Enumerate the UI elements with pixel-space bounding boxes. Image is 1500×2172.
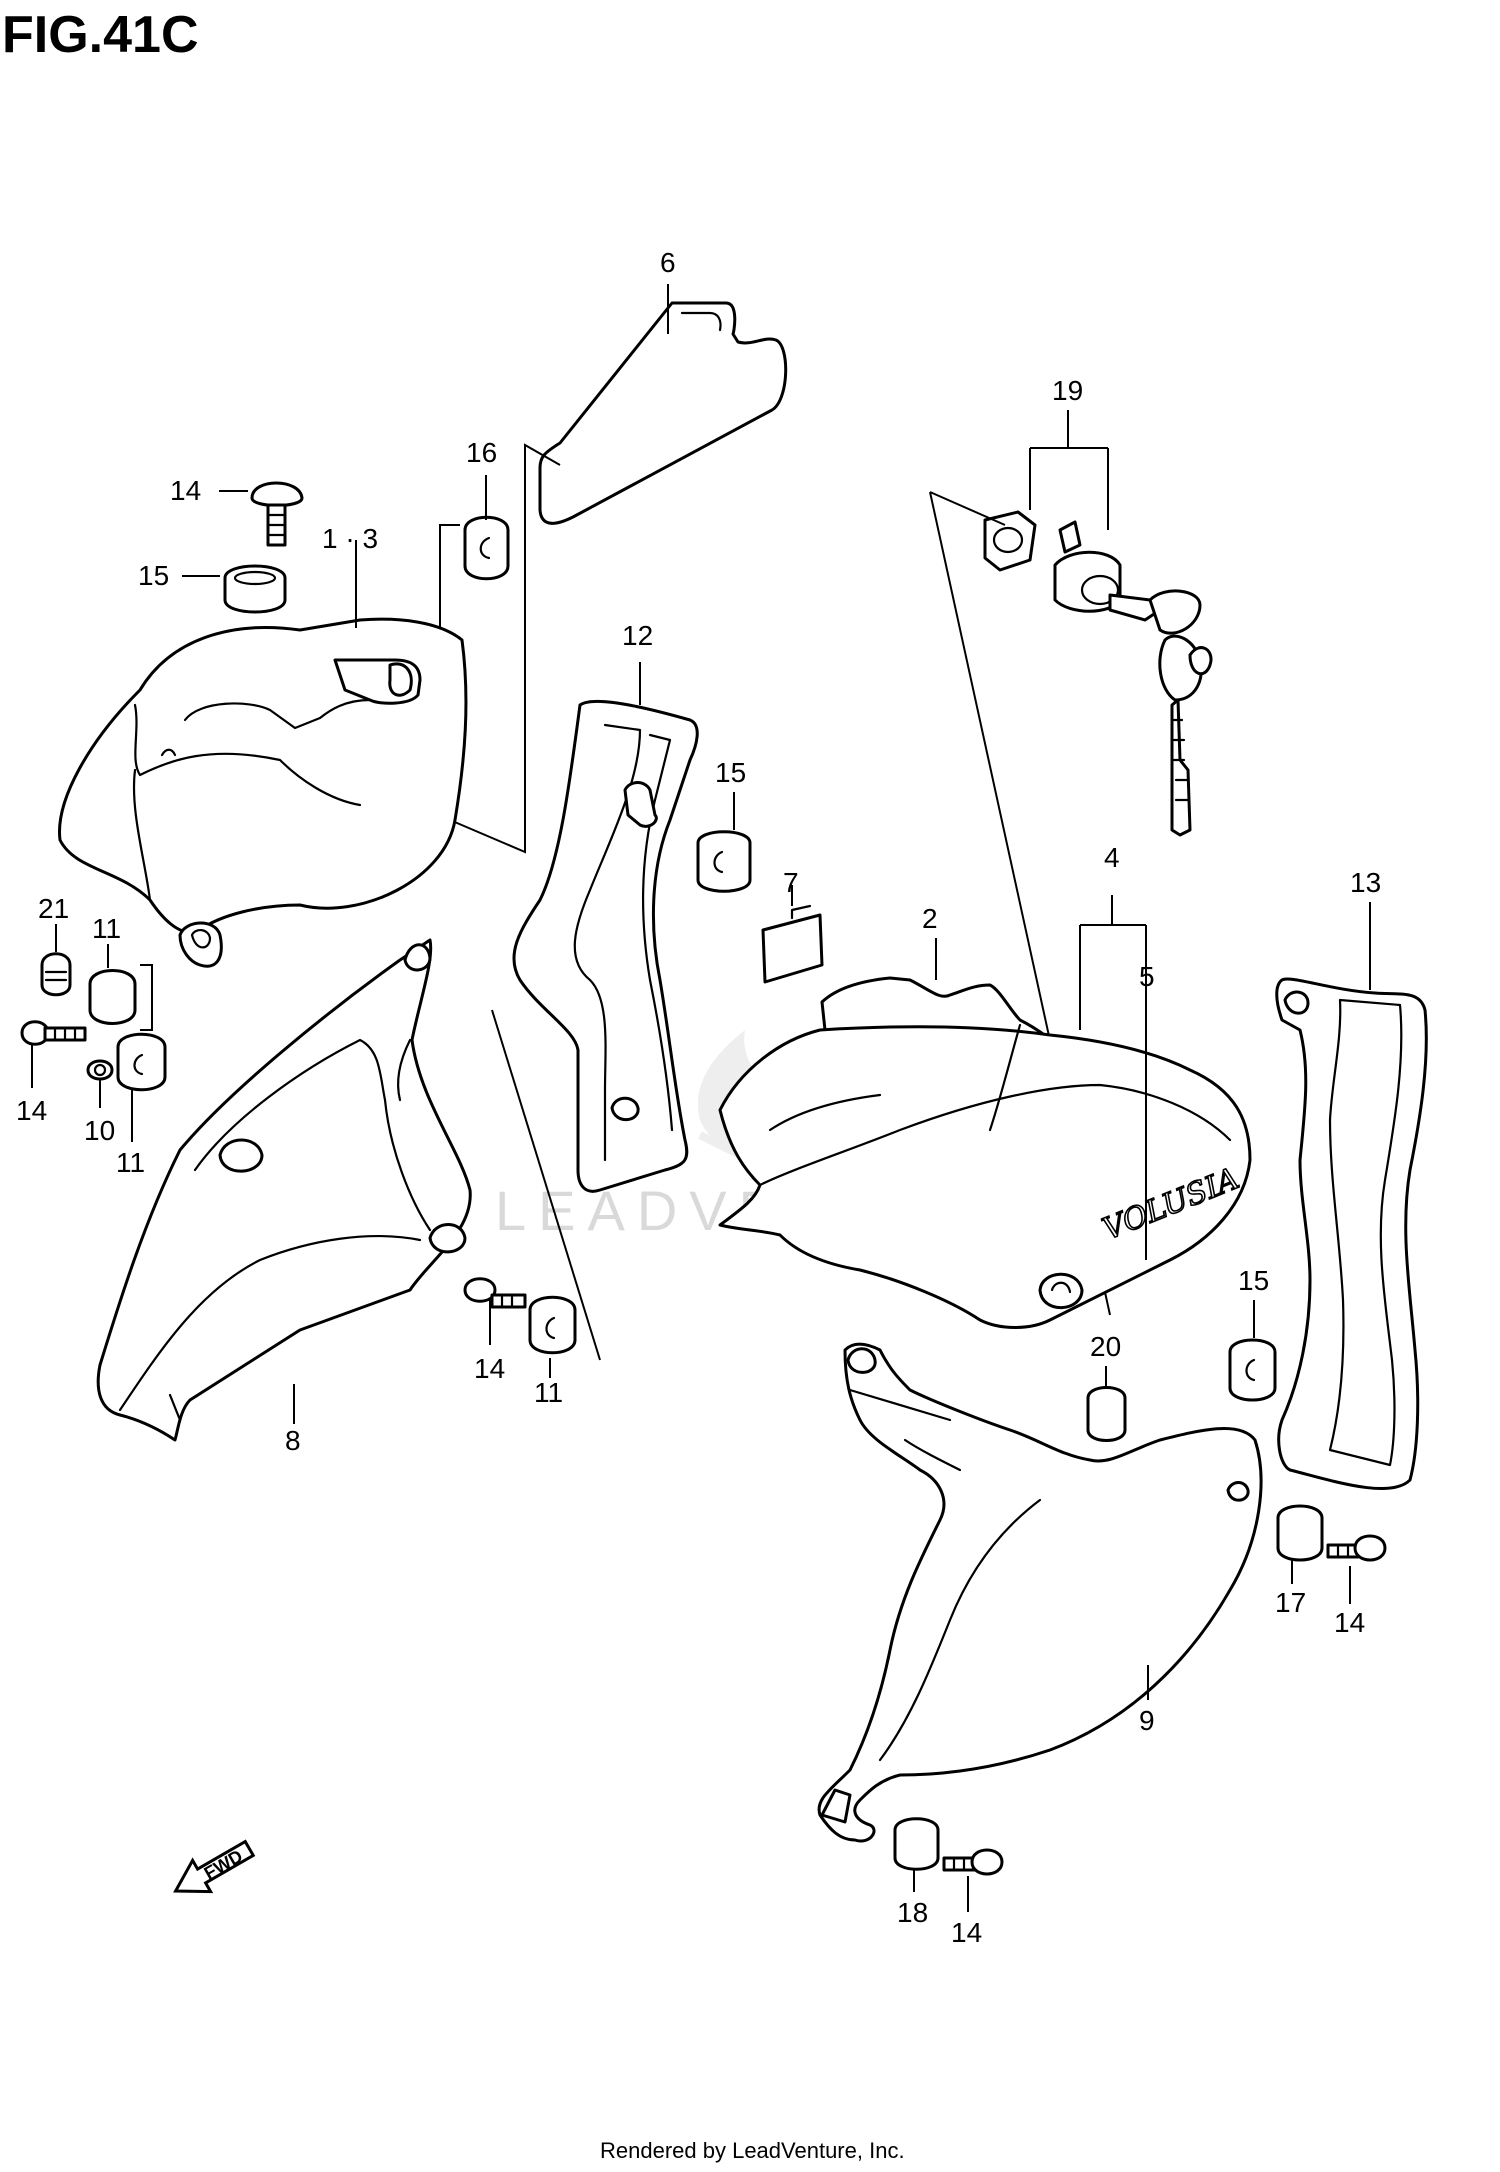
part-11-grommet-b — [116, 1032, 167, 1092]
fwd-label: FWD — [201, 1846, 246, 1884]
part-13-stay — [1275, 977, 1428, 1491]
part-7-label-plate — [761, 904, 824, 984]
callout-11: 11 — [92, 913, 121, 944]
callout-19: 19 — [1052, 375, 1083, 406]
callout-14: 14 — [951, 1917, 982, 1948]
callout-11: 11 — [534, 1377, 563, 1408]
figure-title: FIG.41C — [2, 6, 199, 64]
part-9-frame-cover — [817, 1342, 1263, 1843]
part-15-grommet-top — [223, 564, 287, 614]
part-8-frame-cover — [96, 938, 472, 1442]
callout-9: 9 — [1139, 1705, 1155, 1736]
part-2-side-cover — [718, 976, 1252, 1329]
callout-15: 15 — [138, 560, 169, 591]
part-11-grommet-c — [528, 1295, 577, 1355]
callout-14: 14 — [474, 1353, 505, 1384]
callout-10: 10 — [84, 1115, 115, 1146]
part-19-lock-set — [983, 510, 1213, 837]
callout-17: 17 — [1275, 1587, 1306, 1618]
callout-8: 8 — [285, 1425, 301, 1456]
callout-13: 13 — [1350, 867, 1381, 898]
callout-20: 20 — [1090, 1331, 1121, 1362]
footer-credit: Rendered by LeadVenture, Inc. — [600, 2138, 905, 2163]
callout-14: 14 — [16, 1095, 47, 1126]
callout-14: 14 — [170, 475, 201, 506]
part-14-screw-top — [250, 481, 304, 547]
callout-6: 6 — [660, 247, 676, 278]
callout-5: 5 — [1139, 961, 1155, 992]
callout-14: 14 — [1334, 1607, 1365, 1638]
part-16-grommet — [463, 515, 510, 581]
part-14-screw-lower-center — [463, 1277, 527, 1309]
callout-7: 7 — [783, 867, 799, 898]
part-11-grommet-a — [88, 969, 137, 1025]
part-21-nut — [40, 952, 72, 997]
part-1-3-front-cover — [58, 617, 468, 968]
callout-21: 21 — [38, 893, 69, 924]
callout-1-3: 1 · 3 — [322, 523, 378, 554]
part-14-screw-left — [20, 1020, 87, 1046]
part-14-screw-bottom — [942, 1848, 1004, 1876]
callout-labels: 6 16 19 14 15 1 · 3 12 15 7 2 4 5 13 21 … — [16, 247, 1381, 1948]
part-17-grommet — [1276, 1504, 1324, 1562]
callout-15: 15 — [715, 757, 746, 788]
part-18-grommet — [893, 1817, 940, 1871]
part-10-washer — [86, 1059, 114, 1081]
callout-18: 18 — [897, 1897, 928, 1928]
callout-4: 4 — [1104, 842, 1120, 873]
part-12-stay — [512, 699, 699, 1193]
part-15-grommet-right — [1228, 1338, 1277, 1402]
callout-12: 12 — [622, 620, 653, 651]
part-6-bracket — [538, 301, 788, 525]
part-14-screw-right — [1326, 1534, 1387, 1562]
part-20-grommet — [1086, 1386, 1127, 1442]
callout-15: 15 — [1238, 1265, 1269, 1296]
part-15-grommet-center — [696, 830, 752, 893]
callout-2: 2 — [922, 903, 938, 934]
fwd-arrow-icon: FWD — [173, 1839, 256, 1894]
callout-11: 11 — [116, 1147, 145, 1178]
callout-16: 16 — [466, 437, 497, 468]
